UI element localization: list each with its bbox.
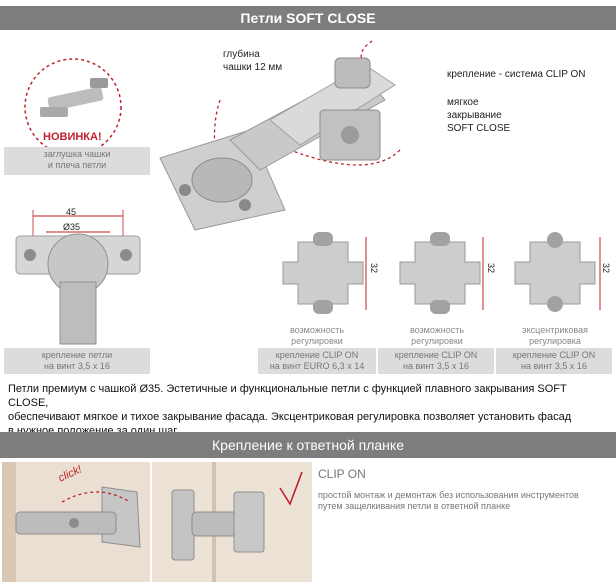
plate-3-eccentric-top [547,232,563,248]
soft-line3: SOFT CLOSE [447,123,511,134]
plate-1-sub-line2: регулировки [291,336,343,346]
plate-3-illustration [514,232,601,312]
soft-line2: закрывание [447,110,502,121]
cap-caption-line1: заглушка чашки [43,149,111,159]
clip-on-line1: простой монтаж и демонтаж без использова… [318,490,579,500]
description-line2: обеспечивают мягкое и тихое закрывание ф… [8,411,572,423]
plate-1-caption: крепление CLIP ON на винт EURO 6,3 х 14 [258,348,376,374]
soft-close-label: мягкое закрывание SOFT CLOSE [447,96,510,135]
plate-1-slot-top [313,232,333,246]
section-title: Крепление к ответной планке [0,432,616,458]
photo-1-hinge-arm [15,511,117,535]
clip-on-title: CLIP ON [318,467,366,481]
hinge-mount-caption: крепление петли на винт 3,5 х 16 [4,348,150,374]
plate-2-cap-line1: крепление CLIP ON [394,350,478,360]
cup-diameter-label: Ø35 [63,222,81,232]
plate-3-sub-line1: эксцентриковая [522,325,588,335]
plate-1-cap-line2: на винт EURO 6,3 х 14 [269,361,365,371]
check-mark-icon [279,471,303,506]
plate-2-slot-bottom [430,300,450,314]
photo-1-screw [69,518,79,528]
depth-line2: чашки 12 мм [223,62,283,73]
plate-3-height-label: 32 [601,262,612,274]
plate-2-height-label: 32 [486,262,497,274]
plate-2-slot-top [430,232,450,246]
plate-2-caption: крепление CLIP ON на винт 3,5 х 16 [378,348,494,374]
plate-3-sub-line2: регулировка [529,336,581,346]
photo-2-hinge-wing [171,489,195,561]
hinge-cup-small [40,107,68,117]
soft-line1: мягкое [447,97,479,108]
photo-1-click-arrow [61,491,131,503]
hinge-arm-small [47,86,104,111]
cap-caption: заглушка чашки и плеча петли [4,147,150,175]
plate-2-sub: возможность регулировки [378,325,496,347]
photo-2-mount-plate [233,491,265,553]
plate-1-height-label: 32 [369,262,380,274]
plate-3-eccentric-bottom [547,296,563,312]
new-badge: НОВИНКА! [43,131,102,143]
cap-detail-illustration [24,58,122,152]
soft-close-arrow [289,149,401,166]
plate-1-sub: возможность регулировки [258,325,376,347]
hinge-cup [191,157,253,203]
plate-3-cap-line2: на винт 3,5 х 16 [521,361,587,371]
clip-photo-1 [2,462,150,582]
plate-3-body [514,241,596,305]
clip-on-line2: путем защелкивания петли в ответной план… [318,501,511,511]
dashed-circle [24,58,122,152]
header-title: Петли SOFT CLOSE [0,6,616,30]
cap-caption-line2: и плеча петли [47,160,107,170]
plate-3-cap-line1: крепление CLIP ON [512,350,596,360]
hinge-arm-lower [59,281,97,345]
photo-1-panel-edge [2,462,16,582]
dimension-drawing [15,210,141,345]
width-label: 45 [66,207,77,217]
depth-label: глубина чашки 12 мм [223,48,282,74]
plate-1-body [282,241,364,305]
plate-2-body [399,241,481,305]
plate-2-sub-line2: регулировки [411,336,463,346]
plate-1-slot-bottom [313,300,333,314]
plate-2-sub-line1: возможность [409,325,465,335]
description-paragraph: Петли премиум с чашкой Ø35. Эстетичные и… [8,382,608,438]
hinge-mount-line1: крепление петли [41,350,113,360]
hinge-mount-line2: на винт 3,5 х 16 [44,361,110,371]
plate-2-cap-line2: на винт 3,5 х 16 [403,361,469,371]
plate-1-cap-line1: крепление CLIP ON [275,350,359,360]
main-hinge-illustration [159,40,401,231]
clip-on-description: простой монтаж и демонтаж без использова… [318,490,608,512]
plate-3-caption: крепление CLIP ON на винт 3,5 х 16 [496,348,612,374]
wing-hole-right [120,249,132,261]
description-line1: Петли премиум с чашкой Ø35. Эстетичные и… [8,383,567,409]
plate-1-illustration [282,232,367,314]
clip-on-label: крепление - система CLIP ON [447,69,586,80]
clip-photo-2 [152,462,312,582]
depth-line1: глубина [223,49,260,60]
plate-2-illustration [399,232,484,314]
plate-1-sub-line1: возможность [289,325,345,335]
clip-mechanism [334,57,371,89]
screw-hole-left [179,184,191,196]
plate-screw [341,126,359,144]
screw-hole-right [239,199,251,211]
plate-3-sub: эксцентриковая регулировка [496,325,614,347]
hinge-cap-small [90,78,108,88]
wing-hole-left [24,249,36,261]
